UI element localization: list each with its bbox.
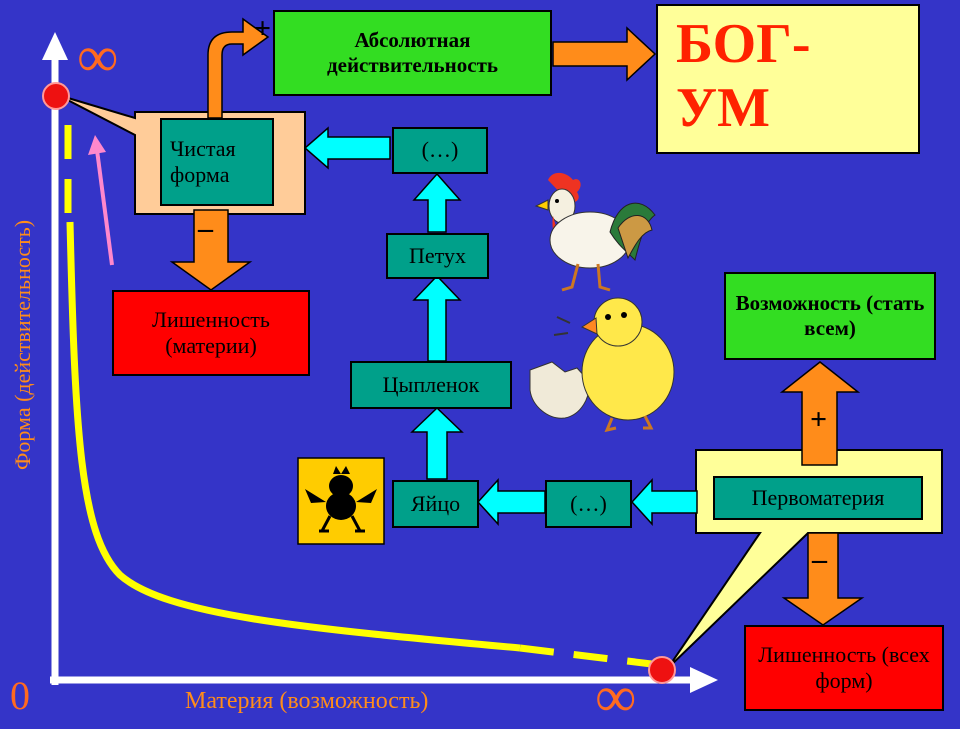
rooster-box: Петух	[386, 233, 489, 279]
pink-arrow	[88, 135, 114, 266]
ellipsis-mid-box: (…)	[545, 480, 632, 528]
absolute-reality-box: Абсолютная действительность	[273, 10, 552, 96]
prime-matter-box: Первоматерия	[713, 476, 923, 520]
possibility-box: Возможность (стать всем)	[724, 272, 936, 360]
minus-sign-right: –	[812, 543, 827, 576]
y-axis-label: Форма (действительность)	[10, 219, 35, 470]
origin-label: 0	[10, 673, 30, 718]
infinity-right-icon: ∞	[595, 664, 637, 729]
orange-up-arrow-right	[779, 361, 861, 466]
ellipsis-top-box: (…)	[392, 127, 488, 174]
axes	[42, 32, 718, 693]
minus-sign-top: –	[198, 212, 213, 245]
pure-form-box: Чистая форма	[160, 118, 274, 206]
privation-matter-box: Лишенность (материи)	[112, 290, 310, 376]
orange-down-arrow-right	[781, 532, 865, 626]
x-axis-label: Материя (возможность)	[185, 688, 429, 714]
top-endpoint	[42, 82, 70, 110]
chick-illustration	[529, 297, 675, 433]
bottom-endpoint	[648, 656, 676, 684]
plus-sign-top: +	[254, 12, 272, 45]
infinity-top-icon: ∞	[77, 24, 119, 89]
orange-down-arrow-left	[169, 209, 253, 291]
god-mind-box: БОГ- УМ	[656, 4, 920, 154]
plus-sign-right: +	[810, 403, 828, 436]
privation-forms-box: Лишенность (всех форм)	[744, 625, 944, 711]
rooster-illustration	[534, 172, 656, 292]
hatching-chick-icon	[297, 457, 385, 545]
egg-box: Яйцо	[392, 480, 479, 528]
chick-box: Цыпленок	[350, 361, 512, 409]
god-mind-label: БОГ- УМ	[676, 13, 811, 140]
orange-up-arrow	[207, 17, 270, 119]
cyan-arrows	[303, 126, 698, 526]
arrow-to-god	[552, 26, 657, 82]
form-matter-curve	[64, 125, 661, 669]
